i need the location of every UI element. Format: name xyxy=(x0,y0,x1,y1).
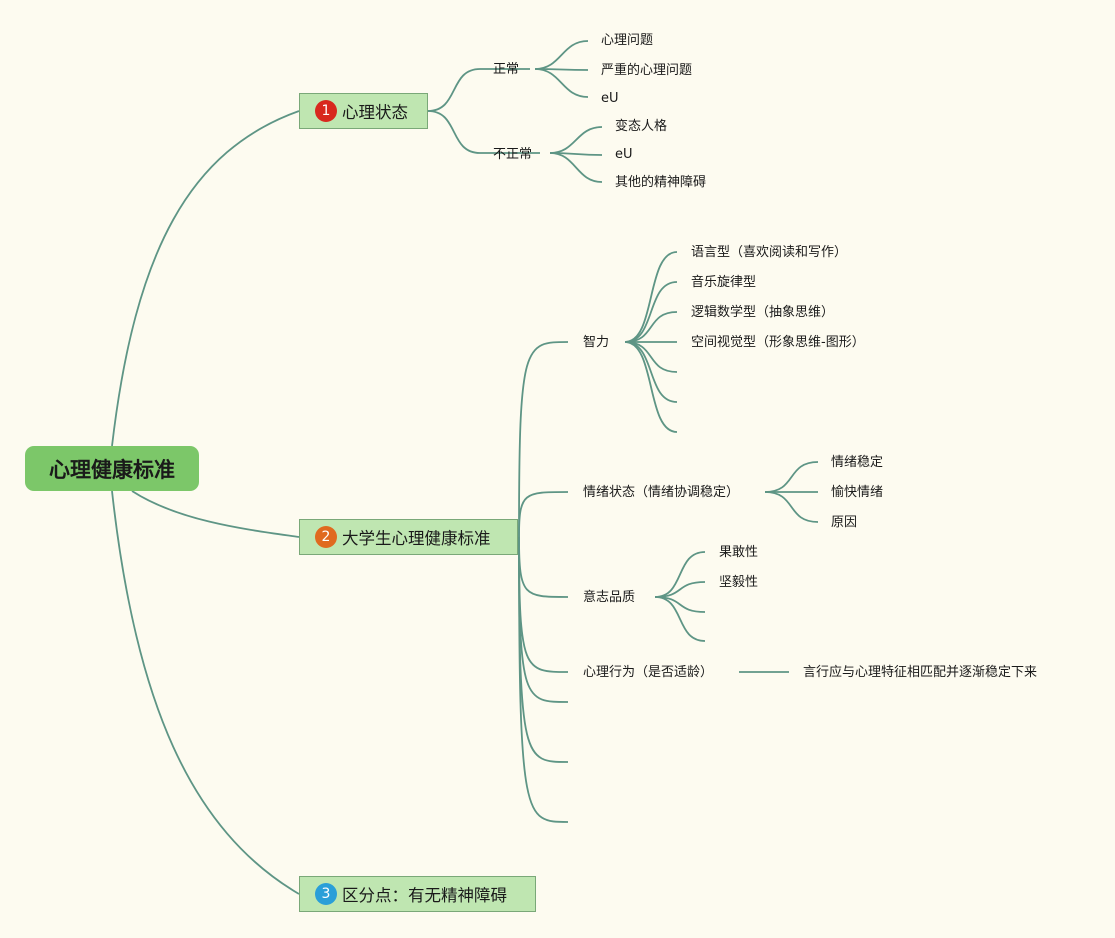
topic-mental-state[interactable]: 1 心理状态 xyxy=(299,93,428,129)
root-node[interactable]: 心理健康标准 xyxy=(25,446,199,491)
connector-line xyxy=(654,581,706,598)
leaf-happy-emotion[interactable]: 愉快情绪 xyxy=(831,485,884,500)
connector-line xyxy=(654,596,706,613)
connector-line xyxy=(518,536,569,763)
connector-line xyxy=(624,311,678,343)
connector-line xyxy=(534,68,589,98)
leaf-eu[interactable]: eU xyxy=(601,91,619,106)
topic-number-badge: 3 xyxy=(315,883,337,905)
node-emotion[interactable]: 情绪状态（情绪协调稳定） xyxy=(583,485,740,500)
leaf-behavior-match[interactable]: 言行应与心理特征相匹配并逐渐稳定下来 xyxy=(803,665,1038,680)
node-behavior[interactable]: 心理行为（是否适龄） xyxy=(583,665,714,680)
connector-line xyxy=(427,68,481,112)
connector-line xyxy=(518,341,569,538)
leaf-persistent[interactable]: 坚毅性 xyxy=(719,575,759,590)
connector-line xyxy=(518,536,569,598)
leaf-spatial-visual[interactable]: 空间视觉型（形象思维-图形） xyxy=(691,335,865,350)
node-intelligence[interactable]: 智力 xyxy=(583,335,610,350)
node-normal[interactable]: 正常 xyxy=(493,62,520,77)
leaf-eu[interactable]: eU xyxy=(615,147,633,162)
connector-line xyxy=(518,536,569,703)
connector-line xyxy=(534,40,589,70)
leaf-linguistic[interactable]: 语言型（喜欢阅读和写作） xyxy=(691,245,848,260)
connector-line xyxy=(764,461,819,493)
connector-line xyxy=(518,491,569,538)
connector-line xyxy=(764,491,819,523)
connector-line xyxy=(549,152,603,183)
node-abnormal[interactable]: 不正常 xyxy=(493,147,533,162)
root-label: 心理健康标准 xyxy=(49,457,175,482)
leaf-reason[interactable]: 原因 xyxy=(831,515,858,530)
connector-line xyxy=(518,536,569,673)
leaf-other-mental-disorder[interactable]: 其他的精神障碍 xyxy=(615,175,707,190)
connector-line xyxy=(654,551,706,598)
topic-number-badge: 2 xyxy=(315,526,337,548)
connector-line xyxy=(131,490,300,538)
connector-line xyxy=(549,126,603,154)
connector-line xyxy=(111,490,300,895)
leaf-serious-psych-problem[interactable]: 严重的心理问题 xyxy=(601,63,693,78)
topic-number-badge: 1 xyxy=(315,100,337,122)
topic-distinction[interactable]: 3 区分点：有无精神障碍 xyxy=(299,876,536,912)
connector-line xyxy=(111,110,300,447)
topic-label: 区分点：有无精神障碍 xyxy=(342,886,507,905)
connector-line xyxy=(624,341,678,433)
connector-line xyxy=(624,251,678,343)
topic-student-mental-health[interactable]: 2 大学生心理健康标准 xyxy=(299,519,518,555)
leaf-musical[interactable]: 音乐旋律型 xyxy=(691,275,757,290)
topic-label: 大学生心理健康标准 xyxy=(342,529,491,548)
leaf-decisive[interactable]: 果敢性 xyxy=(719,545,759,560)
connector-line xyxy=(624,341,678,373)
topic-label: 心理状态 xyxy=(342,103,408,122)
connector-line xyxy=(518,536,569,823)
leaf-emotion-stable[interactable]: 情绪稳定 xyxy=(831,455,884,470)
node-will[interactable]: 意志品质 xyxy=(583,590,636,605)
connector-line xyxy=(654,596,706,642)
connector-line xyxy=(624,281,678,343)
leaf-psych-problem[interactable]: 心理问题 xyxy=(601,33,654,48)
connector-line xyxy=(427,110,481,154)
leaf-abnormal-personality[interactable]: 变态人格 xyxy=(615,119,668,134)
leaf-logical-math[interactable]: 逻辑数学型（抽象思维） xyxy=(691,305,835,320)
